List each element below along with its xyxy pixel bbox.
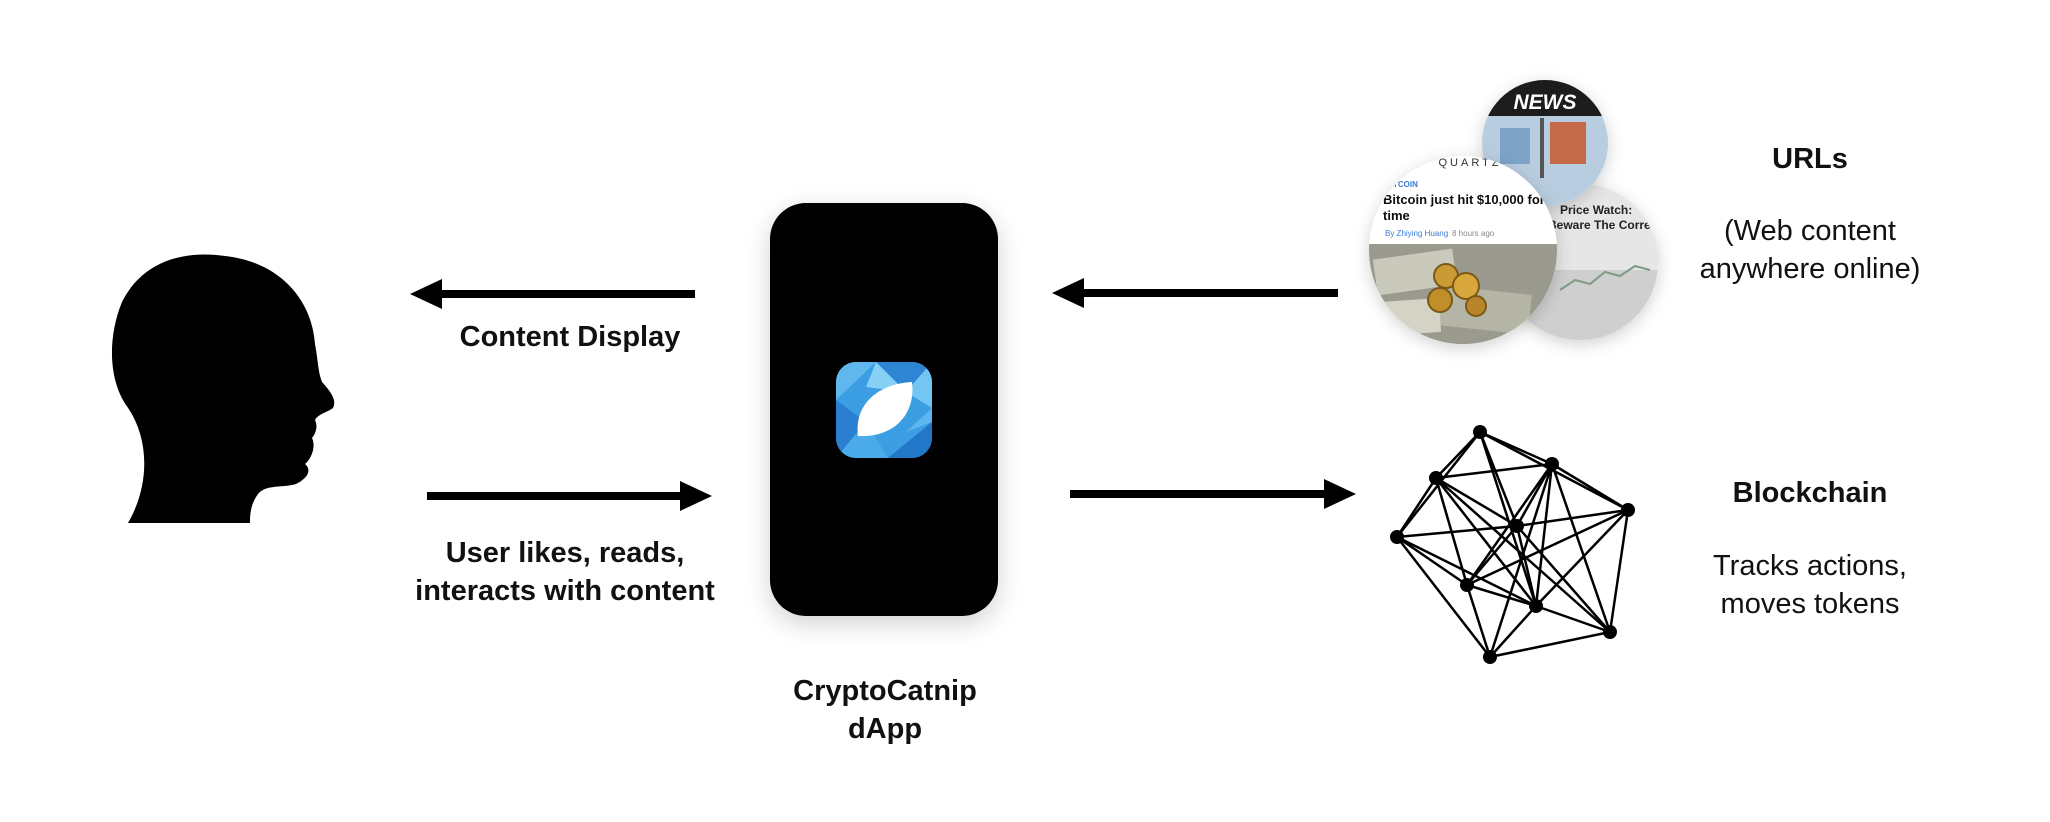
side-headline-line1: Price Watch: (1560, 203, 1632, 217)
urls-title: URLs (1700, 140, 1920, 178)
dapp-phone (770, 203, 998, 616)
blockchain-subtitle: Tracks actions, moves tokens (1670, 547, 1950, 623)
urls-to-dapp-arrow (1052, 278, 1338, 308)
network-node (1621, 503, 1635, 517)
cryptocatnip-leaf-icon (836, 362, 932, 458)
content-display-arrow (410, 279, 695, 309)
user-interaction-arrow (427, 481, 712, 511)
blockchain-network-icon (1395, 430, 1630, 659)
blockchain-title-text: Blockchain (1732, 477, 1888, 509)
content-display-label: Content Display (430, 318, 710, 356)
user-interaction-label: User likes, reads, interacts with conten… (385, 534, 745, 610)
blockchain-subtitle-line1: Tracks actions, (1713, 550, 1907, 582)
dapp-to-blockchain-arrow (1070, 479, 1356, 509)
dapp-label-line2: dApp (847, 713, 923, 745)
network-node (1429, 471, 1443, 485)
urls-subtitle-line2: anywhere online) (1699, 253, 1921, 285)
network-node (1510, 519, 1524, 533)
person-head-silhouette-icon (111, 254, 335, 524)
article-category: BITCOIN (1385, 180, 1418, 189)
news-badge: NEWS (1514, 91, 1577, 114)
dapp-label: CryptoCatnip dApp (765, 672, 1005, 748)
user-interaction-line2: interacts with content (415, 575, 715, 607)
network-node (1473, 425, 1487, 439)
article-headline-line2: time (1383, 208, 1410, 223)
blockchain-nodes (1390, 425, 1635, 664)
urls-subtitle: (Web content anywhere online) (1670, 212, 1950, 288)
article-time: 8 hours ago (1452, 229, 1495, 238)
article-headline-line1: Bitcoin just hit $10,000 for the first (1383, 192, 1597, 207)
urls-subtitle-line1: (Web content (1724, 215, 1896, 247)
cryptocatnip-app-icon[interactable] (836, 362, 932, 458)
blockchain-title: Blockchain (1700, 474, 1920, 512)
network-node (1529, 599, 1543, 613)
network-node (1603, 625, 1617, 639)
user-interaction-line1: User likes, reads, (445, 537, 685, 569)
network-node (1545, 457, 1559, 471)
blockchain-subtitle-line2: moves tokens (1720, 588, 1900, 620)
network-node (1460, 578, 1474, 592)
article-byline: By Zhiying Huang (1385, 229, 1448, 238)
article-source: QUARTZ (1438, 157, 1501, 169)
urls-title-text: URLs (1772, 143, 1848, 175)
network-node (1483, 650, 1497, 664)
dapp-label-line1: CryptoCatnip (793, 675, 977, 707)
content-display-text: Content Display (459, 321, 681, 353)
network-node (1390, 530, 1404, 544)
side-headline-line2: Beware The Correction (1548, 218, 1679, 232)
